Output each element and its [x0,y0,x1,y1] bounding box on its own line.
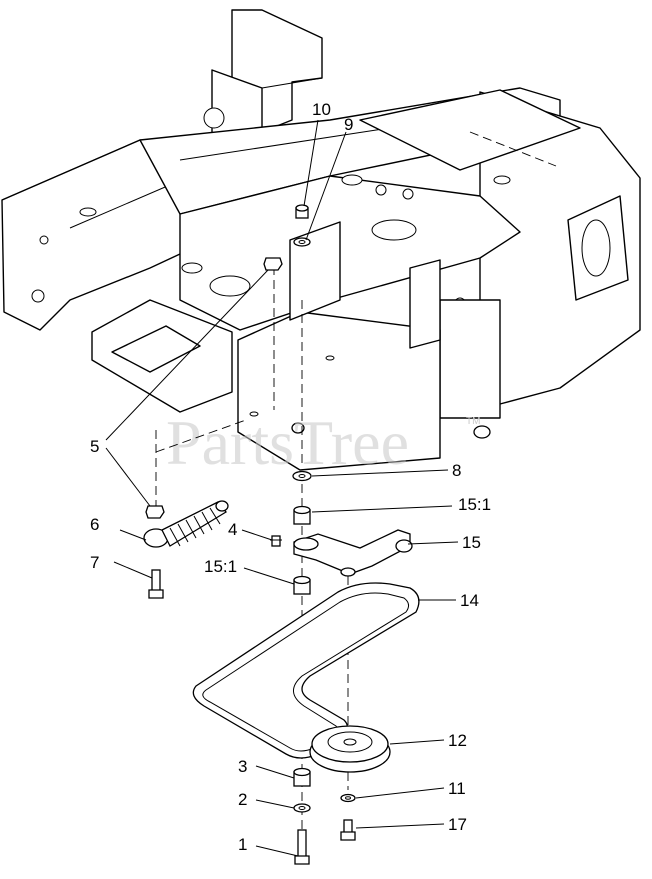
callout-11: 11 [448,779,466,798]
part-12-pulley [309,725,391,773]
part-14-belt [192,582,420,759]
part-1-bolt [294,829,310,865]
callout-15: 15 [462,533,481,552]
part-15-1-bushing-lower [293,575,311,595]
callout-5: 5 [90,437,99,456]
callout-4: 4 [228,520,237,539]
part-5-nut-lower [145,505,165,519]
callout-6: 6 [90,515,99,534]
part-5-nut-upper [263,257,283,271]
part-2-washer [293,803,311,813]
part-17-bolt [340,819,356,841]
part-4-grease-fitting [270,535,282,547]
callout-9: 9 [344,115,353,134]
callout-17: 17 [448,815,467,834]
part-3-spacer [293,767,311,787]
watermark: PartsTree TM [166,407,480,478]
part-15-idler-arm [293,529,413,577]
part-6-spring [143,500,229,548]
part-9-washer [293,237,311,247]
part-10-bolt [295,204,309,219]
part-15-1-bushing-upper [293,505,311,525]
watermark-tm: TM [466,416,480,427]
frame-assembly [1,9,641,471]
callout-10: 10 [312,100,331,119]
part-7-bolt [148,569,164,599]
callout-7: 7 [90,553,99,572]
callout-15-1-lower: 15:1 [204,557,237,576]
callout-3: 3 [238,757,247,776]
callout-8: 8 [452,461,461,480]
callout-14: 14 [460,591,479,610]
callout-2: 2 [238,790,247,809]
callout-1: 1 [238,835,247,854]
watermark-text: PartsTree [166,407,409,478]
callout-15-1-upper: 15:1 [458,495,491,514]
part-11-washer [340,793,356,803]
part-8-washer [292,470,312,482]
callout-12: 12 [448,731,467,750]
leader-lines [105,119,459,857]
callouts: 10 9 5 8 15:1 6 4 15 7 15:1 14 12 3 11 2… [90,100,491,854]
